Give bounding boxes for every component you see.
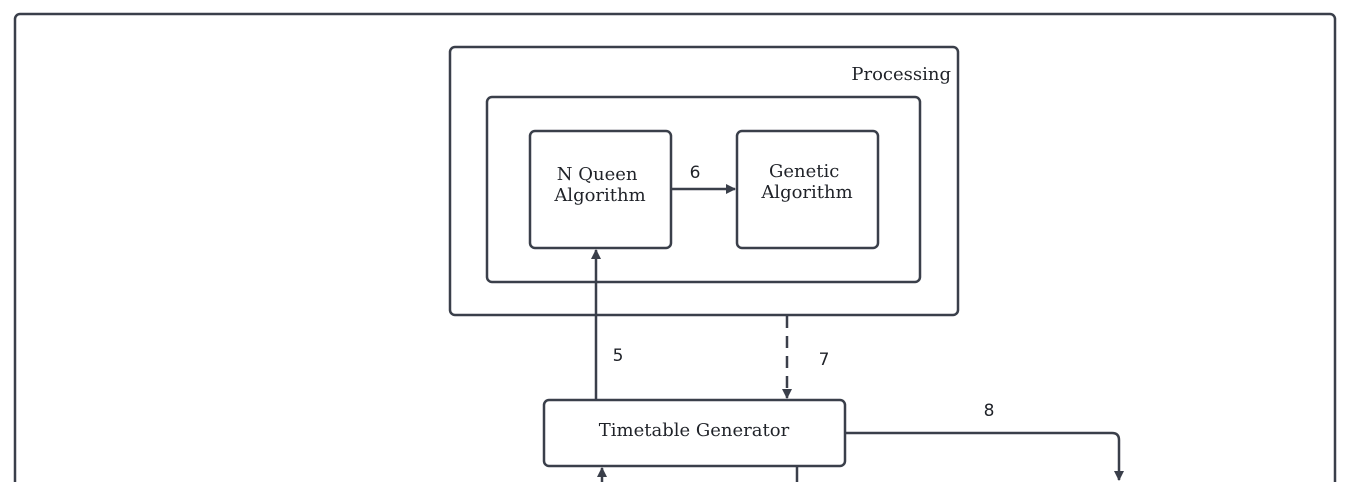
n-queen-label: N Queen Algorithm [553, 164, 645, 206]
edge-8-label: 8 [984, 401, 995, 421]
edge-5-label: 5 [613, 346, 624, 366]
edge-6-label: 6 [690, 163, 701, 183]
timetable-generator-label: Timetable Generator [599, 420, 790, 441]
genetic-label: Genetic Algorithm [760, 161, 852, 203]
n-queen-label-line1: N Queen [557, 164, 638, 185]
genetic-node [735, 129, 880, 250]
processing-label: Processing [851, 64, 951, 85]
genetic-label-line2: Algorithm [760, 182, 852, 203]
edge-7-label: 7 [819, 350, 830, 370]
edge-8 [845, 431, 1124, 481]
n-queen-label-line2: Algorithm [553, 185, 645, 206]
genetic-label-line1: Genetic [769, 161, 839, 182]
